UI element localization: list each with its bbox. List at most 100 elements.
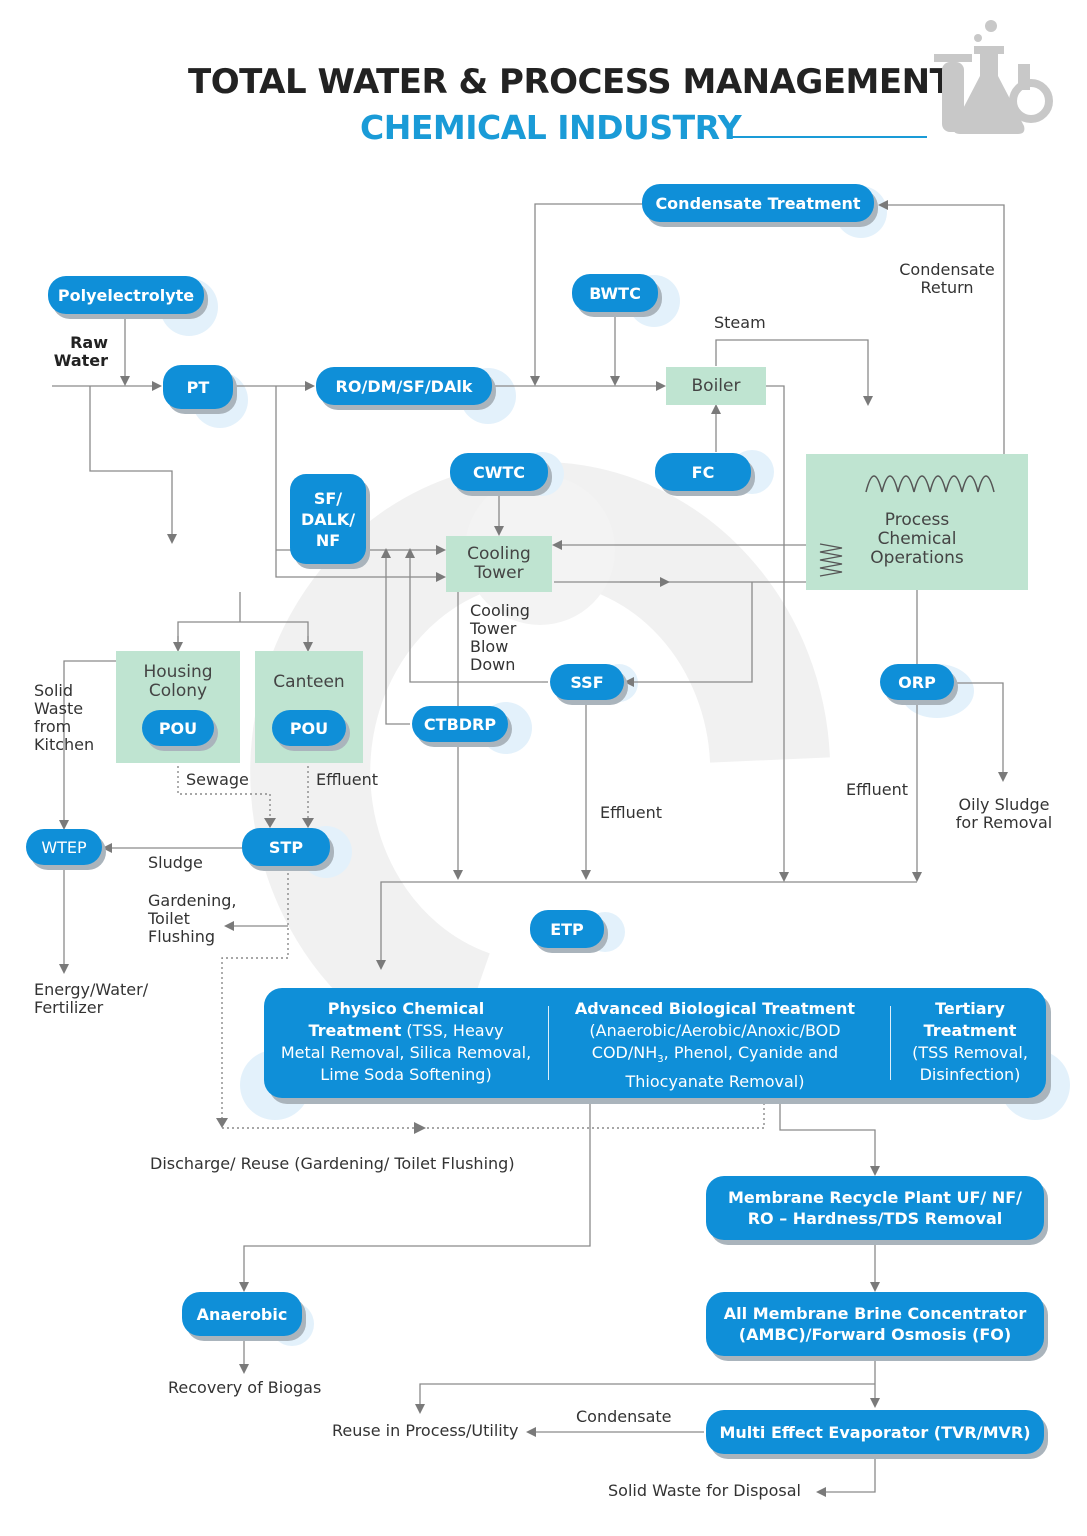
- bio-line-3b: , Phenol, Cyanide and: [663, 1043, 839, 1062]
- page-subtitle: CHEMICAL INDUSTRY: [360, 108, 742, 147]
- ct-blow-down-line-1: Cooling: [470, 601, 530, 620]
- page-title: TOTAL WATER & PROCESS MANAGEMENT: [188, 62, 953, 102]
- heating-coil-icon: [865, 475, 995, 493]
- bio-line-3sub: 3: [657, 1054, 664, 1066]
- process-ops-line-2: Chemical: [877, 528, 957, 549]
- sf-dalk-nf-line-1: SF/: [313, 488, 343, 508]
- ct-blow-down-line-3: Blow: [470, 637, 509, 656]
- canteen-box: Canteen: [255, 651, 363, 763]
- solid-waste-line-2: Waste: [34, 699, 84, 718]
- oily-sludge-line-2: for Removal: [955, 813, 1053, 832]
- bio-line-4: Thiocyanate Removal): [625, 1072, 805, 1092]
- ct-blow-down-line-2: Tower: [470, 619, 517, 638]
- column-divider-2: [890, 1006, 891, 1080]
- condensate-return-line-2: Return: [920, 278, 974, 297]
- gardening-label: Gardening, Toilet Flushing: [148, 892, 236, 946]
- bio-line-3a: COD/NH: [591, 1043, 658, 1062]
- column-divider: [548, 1006, 549, 1080]
- spring-coil-icon: [819, 543, 843, 577]
- energy-label: Energy/Water/ Fertilizer: [34, 981, 148, 1017]
- bwtc-node[interactable]: BWTC: [572, 274, 658, 312]
- cooling-tower-box: Cooling Tower: [446, 536, 552, 592]
- process-ops-line-3: Operations: [870, 547, 964, 568]
- ctbdrp-node[interactable]: CTBDRP: [412, 706, 508, 742]
- energy-line-1: Energy/Water/: [34, 980, 149, 999]
- effluent-canteen-label: Effluent: [316, 770, 378, 789]
- physico-title-2: Treatment: [308, 1021, 402, 1040]
- pou-housing-node[interactable]: POU: [142, 710, 214, 746]
- raw-water-line-1: Raw: [70, 333, 108, 352]
- solid-waste-disposal-label: Solid Waste for Disposal: [608, 1481, 801, 1500]
- etp-node[interactable]: ETP: [530, 910, 604, 948]
- condensate-label: Condensate: [576, 1407, 672, 1426]
- membrane-recycle-line-2: RO – Hardness/TDS Removal: [747, 1209, 1003, 1228]
- canteen-label: Canteen: [273, 672, 345, 692]
- housing-colony-line-2: Colony: [148, 681, 208, 701]
- sf-dalk-nf-node[interactable]: SF/ DALK/ NF: [290, 474, 366, 564]
- title-underline: [732, 136, 927, 138]
- ambc-node[interactable]: All Membrane Brine Concentrator (AMBC)/F…: [706, 1292, 1044, 1356]
- solid-waste-kitchen-label: Solid Waste from Kitchen: [34, 682, 94, 754]
- gardening-line-3: Flushing: [148, 927, 216, 946]
- energy-line-2: Fertilizer: [34, 998, 104, 1017]
- tertiary-column: Tertiary Treatment (TSS Removal, Disinfe…: [896, 998, 1044, 1086]
- mee-node[interactable]: Multi Effect Evaporator (TVR/MVR): [706, 1410, 1044, 1454]
- physico-line-2: (TSS, Heavy: [401, 1021, 504, 1040]
- solid-waste-line-4: Kitchen: [34, 735, 95, 754]
- housing-colony-line-1: Housing: [143, 662, 213, 682]
- steam-label: Steam: [714, 313, 766, 332]
- fc-node[interactable]: FC: [655, 453, 751, 491]
- effluent-ssf-label: Effluent: [600, 803, 662, 822]
- ct-blow-down-line-4: Down: [470, 655, 516, 674]
- tertiary-title-2: Treatment: [923, 1021, 1017, 1040]
- cooling-tower-line-2: Tower: [474, 563, 524, 583]
- physico-line-4: Lime Soda Softening): [320, 1065, 492, 1084]
- physico-title-1: Physico Chemical: [327, 999, 485, 1018]
- tertiary-title-1: Tertiary: [935, 999, 1005, 1018]
- discharge-label: Discharge/ Reuse (Gardening/ Toilet Flus…: [150, 1154, 515, 1173]
- solid-waste-line-3: from: [34, 717, 72, 736]
- physico-line-3: Metal Removal, Silica Removal,: [280, 1043, 532, 1062]
- raw-water-line-2: Water: [53, 351, 108, 370]
- tertiary-line-3: (TSS Removal,: [912, 1043, 1028, 1062]
- oily-sludge-line-1: Oily Sludge: [958, 795, 1050, 814]
- orp-node[interactable]: ORP: [880, 664, 954, 700]
- process-ops-line-1: Process: [884, 509, 950, 530]
- biogas-label: Recovery of Biogas: [168, 1378, 322, 1397]
- stp-node[interactable]: STP: [242, 828, 330, 866]
- ct-blow-down-label: Cooling Tower Blow Down: [470, 602, 530, 674]
- condensate-return-label: Condensate Return: [898, 261, 996, 297]
- physico-chemical-column: Physico Chemical Treatment (TSS, Heavy M…: [270, 998, 542, 1086]
- sludge-label: Sludge: [148, 853, 203, 872]
- ro-dm-node[interactable]: RO/DM/SF/DAlk: [316, 367, 492, 405]
- biological-column: Advanced Biological Treatment (Anaerobic…: [554, 998, 876, 1093]
- ssf-node[interactable]: SSF: [550, 664, 624, 700]
- gardening-line-2: Toilet: [148, 909, 190, 928]
- pt-node[interactable]: PT: [163, 365, 233, 409]
- polyelectrolyte-node[interactable]: Polyelectrolyte: [48, 276, 204, 314]
- effluent-orp-label: Effluent: [846, 780, 908, 799]
- sf-dalk-nf-line-3: NF: [315, 530, 341, 550]
- membrane-recycle-node[interactable]: Membrane Recycle Plant UF/ NF/ RO – Hard…: [706, 1176, 1044, 1240]
- treatment-panel[interactable]: Physico Chemical Treatment (TSS, Heavy M…: [264, 988, 1046, 1098]
- gardening-line-1: Gardening,: [148, 891, 237, 910]
- raw-water-label: Raw Water: [52, 334, 108, 370]
- ambc-line-1: All Membrane Brine Concentrator: [723, 1304, 1027, 1323]
- sf-dalk-nf-line-2: DALK/: [300, 509, 356, 529]
- reuse-process-label: Reuse in Process/Utility: [332, 1421, 519, 1440]
- ambc-line-2: (AMBC)/Forward Osmosis (FO): [738, 1325, 1012, 1344]
- tertiary-line-4: Disinfection): [919, 1065, 1021, 1084]
- sewage-label: Sewage: [186, 770, 249, 789]
- cwtc-node[interactable]: CWTC: [450, 453, 548, 491]
- pou-canteen-node[interactable]: POU: [272, 710, 346, 746]
- process-ops-box: Process Chemical Operations: [806, 454, 1028, 590]
- cooling-tower-line-1: Cooling: [467, 544, 531, 564]
- membrane-recycle-line-1: Membrane Recycle Plant UF/ NF/: [728, 1188, 1022, 1207]
- wtep-node[interactable]: WTEP: [26, 829, 102, 865]
- boiler-box: Boiler: [666, 367, 766, 405]
- bio-title: Advanced Biological Treatment: [574, 999, 856, 1018]
- flask-icon: [934, 20, 1053, 134]
- condensate-treatment-node[interactable]: Condensate Treatment: [642, 184, 874, 222]
- anaerobic-node[interactable]: Anaerobic: [182, 1292, 302, 1336]
